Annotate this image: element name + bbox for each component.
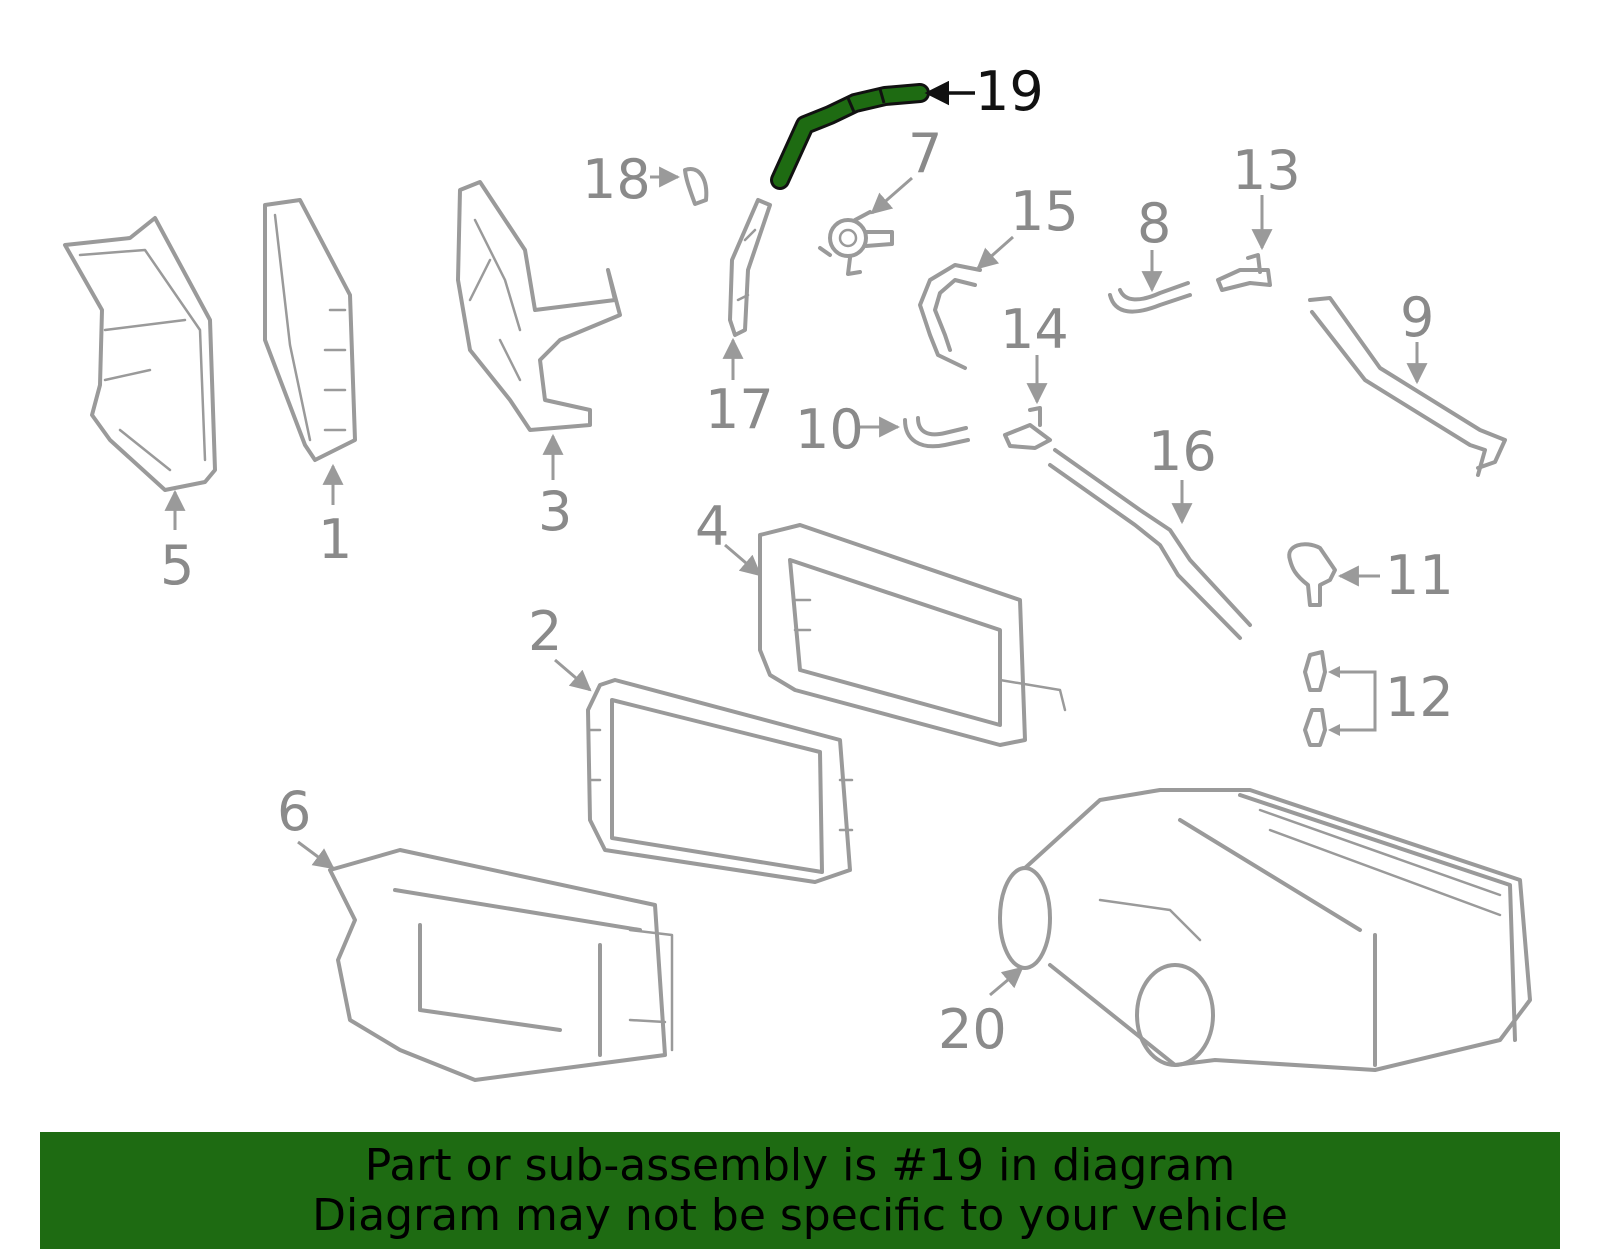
part-15-hose	[918, 263, 982, 370]
callout-12: 12	[1385, 666, 1454, 729]
part-16-hose	[1048, 448, 1252, 640]
callout-1: 1	[318, 508, 352, 571]
callout-20: 20	[938, 998, 1007, 1061]
callout-18: 18	[582, 148, 651, 211]
callout-10: 10	[795, 398, 864, 461]
callout-17: 17	[705, 378, 774, 441]
part-10-hose	[903, 416, 970, 449]
parts-diagram: 5 1 3 18 17 19 7	[63, 60, 1532, 1082]
part-18-fitting	[683, 167, 709, 206]
part-13-tee	[1216, 253, 1272, 292]
part-8-hose	[1108, 281, 1192, 314]
part-7-valve	[818, 210, 894, 276]
part-6-shroud	[328, 848, 674, 1082]
part-17-bracket	[728, 198, 772, 337]
callout-9: 9	[1400, 286, 1434, 349]
part-9-hose	[1308, 296, 1507, 477]
banner-line-1: Part or sub-assembly is #19 in diagram	[364, 1139, 1236, 1191]
callout-4: 4	[695, 495, 729, 558]
callout-13: 13	[1232, 139, 1301, 202]
leader-6	[297, 840, 335, 870]
callout-15: 15	[1010, 180, 1079, 243]
part-4-frame	[758, 523, 1067, 747]
callout-14: 14	[1000, 298, 1069, 361]
part-11-elbow	[1287, 542, 1337, 607]
part-1-condenser	[263, 198, 357, 462]
callout-2: 2	[528, 600, 562, 663]
part-14-tee	[1003, 406, 1052, 450]
leader-2	[554, 658, 592, 692]
callout-7: 7	[908, 122, 942, 185]
part-20-intercooler	[998, 788, 1532, 1072]
part-2-radiator	[586, 678, 854, 884]
callout-19: 19	[975, 60, 1044, 123]
leader-12	[1332, 670, 1377, 732]
part-5-air-deflector	[63, 216, 217, 492]
callout-16: 16	[1148, 420, 1217, 483]
banner-line-2: Diagram may not be specific to your vehi…	[312, 1189, 1288, 1241]
callout-11: 11	[1385, 544, 1454, 607]
leader-4	[724, 543, 762, 577]
leader-20	[989, 966, 1024, 997]
callout-6: 6	[277, 780, 311, 843]
callout-5: 5	[160, 534, 194, 597]
part-3-bracket	[456, 180, 622, 432]
callout-8: 8	[1137, 192, 1171, 255]
leader-15	[976, 235, 1014, 270]
info-banner: Part or sub-assembly is #19 in diagram D…	[40, 1132, 1560, 1249]
callout-3: 3	[538, 480, 572, 543]
leader-7	[870, 176, 913, 215]
part-12-sensors	[1303, 650, 1327, 747]
part-19-hose-highlighted	[770, 83, 930, 190]
